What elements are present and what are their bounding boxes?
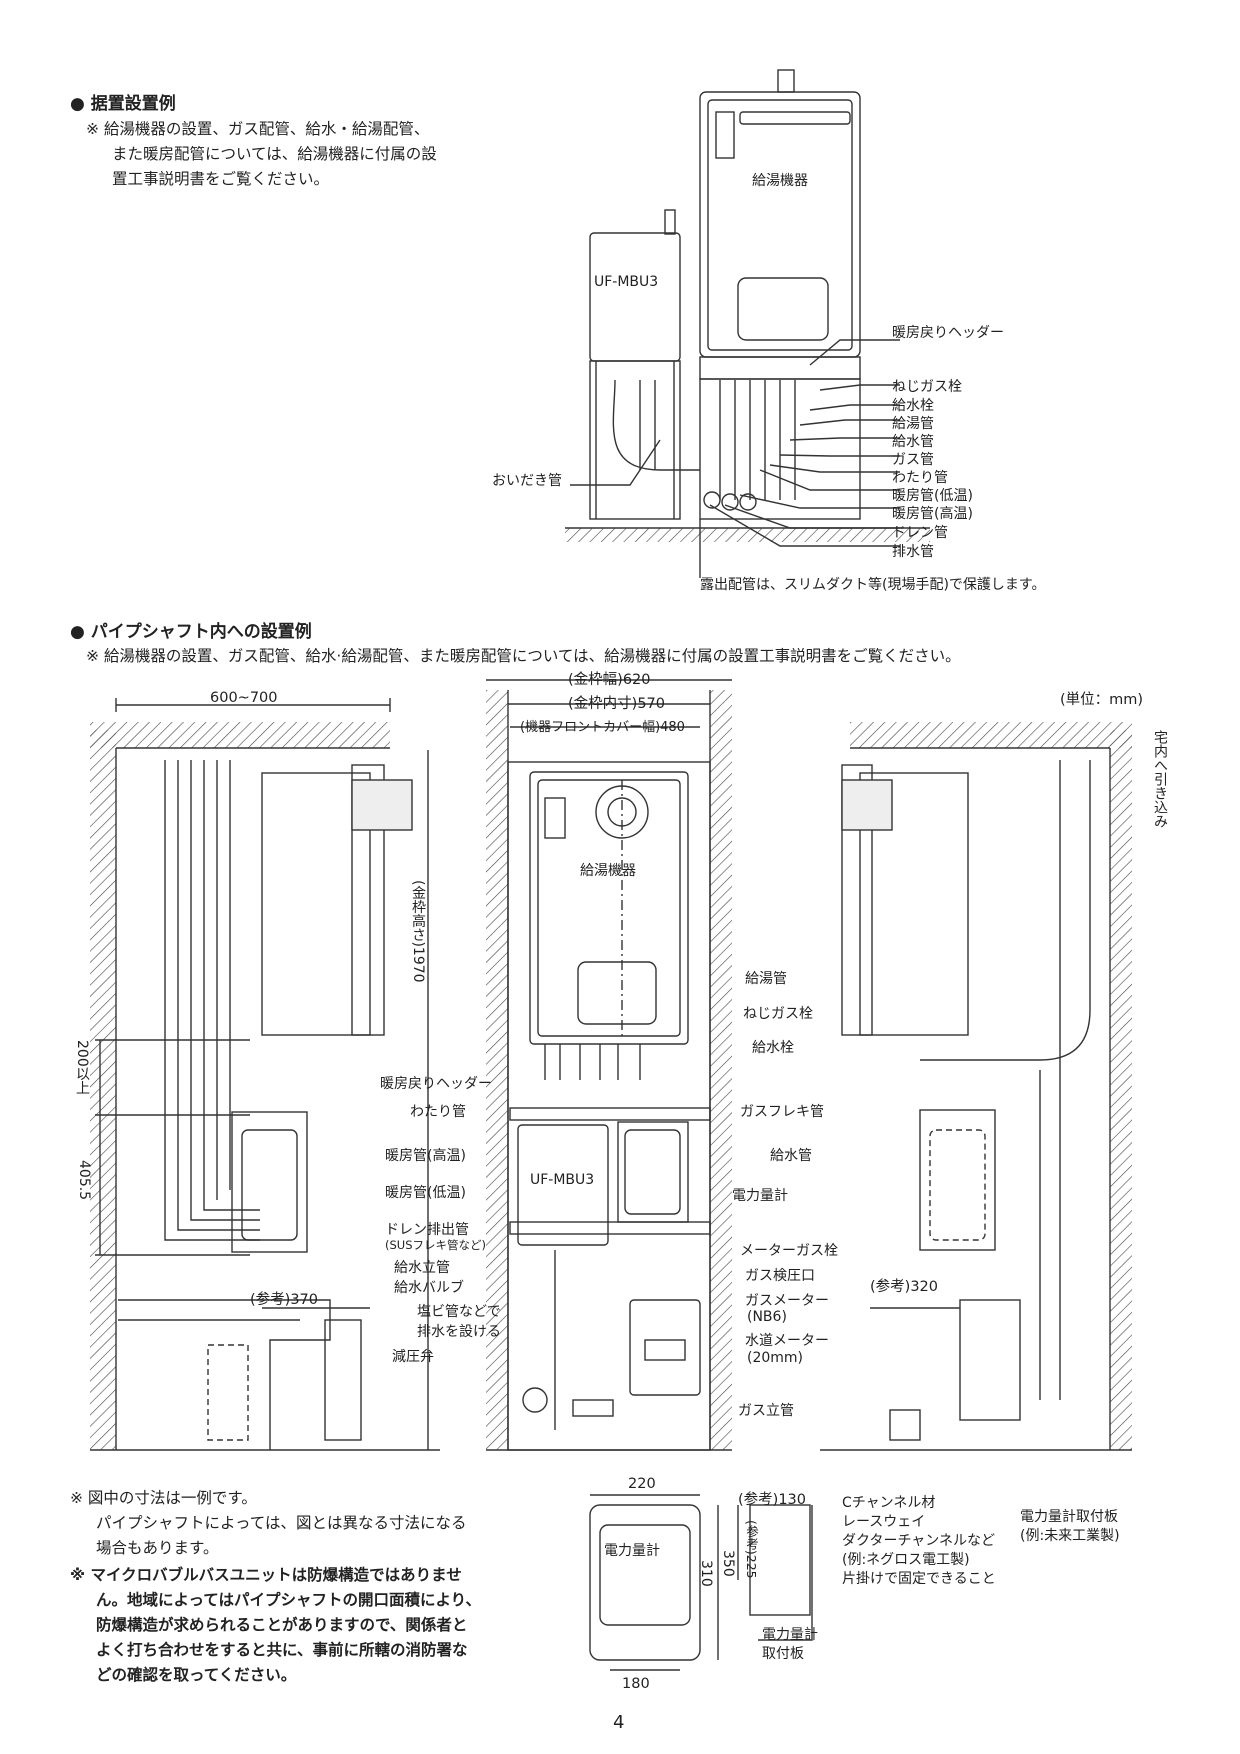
hot-pipe-label-2: 給湯管	[745, 971, 787, 987]
plate-note-2: (例:未来工業製)	[1020, 1528, 1120, 1544]
unit-label-2: UF-MBU3	[530, 1172, 595, 1188]
water-pipe-label-2: 給水管	[770, 1148, 812, 1164]
c-channel-label: Cチャンネル材	[842, 1495, 936, 1511]
dim-ref130: (参考)130	[738, 1492, 806, 1508]
reducer-label: 減圧弁	[392, 1349, 434, 1365]
meter-label-2: 電力量計	[732, 1188, 788, 1204]
header-label-2: 暖房戻りヘッダー	[380, 1076, 492, 1092]
bottom-note2-line4: よく打ち合わせをすると共に、事前に所轄の消防署な	[96, 1641, 468, 1659]
fix-label: 片掛けで固定できること	[842, 1571, 996, 1587]
heat-low-label: 暖房管(低温)	[892, 488, 973, 504]
hot-pipe-label: 給湯管	[892, 416, 934, 432]
gas-cock-label-2: ねじガス栓	[743, 1006, 813, 1022]
plate-label-2: 取付板	[762, 1646, 804, 1662]
water-pipe-label: 給水管	[892, 434, 934, 450]
pvc-label-1: 塩ビ管などで	[417, 1304, 501, 1320]
unit-box	[589, 232, 681, 362]
gas-meter-label: ガスメーター	[745, 1293, 829, 1309]
gas-riser-label: ガス立管	[738, 1403, 794, 1419]
section1-heading: ● 据置設置例	[70, 94, 176, 114]
heat-high-label: 暖房管(高温)	[892, 506, 973, 522]
dim-frame-width: (金枠幅)620	[568, 672, 651, 688]
unit-mm: (単位：mm)	[1060, 692, 1144, 708]
drain-out-label: ドレン排出管	[385, 1222, 469, 1238]
gas-pipe-label: ガス管	[892, 452, 934, 468]
pipeshaft-left-view	[90, 698, 440, 1451]
dim-height: (金枠高さ)1970	[410, 880, 426, 983]
pipeshaft-center-view	[486, 679, 732, 1451]
plate-note-1: 電力量計取付板	[1020, 1509, 1118, 1525]
heater-label-2: 給湯機器	[580, 863, 636, 879]
section1-note-line2: また暖房配管については、給湯機器に付属の設	[112, 145, 437, 163]
bottom-note2-line2: ん。地域によってはパイプシャフトの開口面積により、	[96, 1591, 482, 1609]
dim-front-cover: (機器フロントカバー幅)480	[520, 720, 685, 735]
dim-ref320: (参考)320	[870, 1279, 938, 1295]
pipeshaft-right-view	[820, 722, 1132, 1451]
meter-gas-cock-label: メーターガス栓	[740, 1243, 838, 1259]
bottom-note1-line2: パイプシャフトによっては、図とは異なる寸法になる	[96, 1514, 467, 1532]
bottom-note2-line3: 防爆構造が求められることがありますので、関係者と	[96, 1616, 468, 1634]
section1-note-line1: ※ 給湯機器の設置、ガス配管、給水・給湯配管、	[86, 120, 430, 138]
bottom-note2-line5: どの確認を取ってください。	[96, 1666, 297, 1684]
mm20-label: (20mm)	[747, 1350, 804, 1366]
pvc-label-2: 排水を設ける	[417, 1324, 501, 1340]
oidaki-label: おいだき管	[492, 473, 562, 489]
gas-cock-label: ねじガス栓	[892, 379, 962, 395]
bottom-note1-line3: 場合もあります。	[96, 1539, 219, 1557]
meter-box-label: 電力量計	[604, 1543, 660, 1559]
dim-depth: 600~700	[210, 690, 278, 706]
freestanding-figure	[565, 69, 930, 578]
drain-label: ドレン管	[892, 525, 948, 541]
dim-frame-inner: (金枠内寸)570	[568, 696, 665, 712]
water-cock-label: 給水栓	[892, 398, 934, 414]
exposed-note: 露出配管は、スリムダクト等(現場手配)で保護します。	[700, 577, 1046, 593]
water-cock-label-2: 給水栓	[752, 1040, 794, 1056]
dim-180: 180	[622, 1676, 650, 1692]
heater-box	[699, 91, 861, 358]
unit-label: UF-MBU3	[594, 274, 659, 290]
drain-out-sub-label: (SUSフレキ管など)	[385, 1238, 486, 1252]
section2-note: ※ 給湯機器の設置、ガス配管、給水·給湯配管、また暖房配管については、給湯機器に…	[86, 647, 961, 665]
gas-flex-label: ガスフレキ管	[740, 1104, 824, 1120]
watari-label: わたり管	[892, 470, 948, 486]
nb6-label: (NB6)	[747, 1309, 787, 1325]
drain2-label: 排水管	[892, 544, 934, 560]
negros-label: (例:ネグロス電工製)	[842, 1552, 970, 1568]
valve-label: 給水バルブ	[394, 1280, 464, 1296]
dim-405: 405.5	[76, 1160, 92, 1201]
plate-label-1: 電力量計	[762, 1627, 818, 1643]
watari-label-2: わたり管	[410, 1104, 466, 1120]
dim-350: 350	[720, 1550, 736, 1577]
dim-220: 220	[628, 1476, 656, 1492]
dim-ref225: (参考)225	[744, 1520, 759, 1579]
page-number: 4	[613, 1712, 625, 1733]
heat-low-label-2: 暖房管(低温)	[385, 1185, 466, 1201]
dim-ref370: (参考)370	[250, 1292, 318, 1308]
water-meter-label: 水道メーター	[745, 1333, 829, 1349]
section2-heading: ● パイプシャフト内への設置例	[70, 622, 312, 642]
heater-label: 給湯機器	[752, 173, 808, 189]
header-label: 暖房戻りヘッダー	[892, 325, 1004, 341]
section1-note-line3: 置工事説明書をご覧ください。	[112, 170, 330, 188]
pull-in-label: 宅内へ引き込み	[1152, 730, 1168, 828]
bottom-note1-line1: ※ 図中の寸法は一例です。	[70, 1489, 257, 1507]
heat-high-label-2: 暖房管(高温)	[385, 1148, 466, 1164]
bottom-note2-line1: ※ マイクロバブルバスユニットは防爆構造ではありませ	[70, 1566, 462, 1584]
meter-detail	[589, 1494, 813, 1671]
dim-200: 200以上	[74, 1040, 90, 1095]
raceway-label: レースウェイ	[842, 1514, 926, 1530]
dim-310: 310	[698, 1560, 714, 1587]
riser-label: 給水立管	[394, 1260, 450, 1276]
ducter-label: ダクターチャンネルなど	[842, 1533, 996, 1549]
gas-check-label: ガス検圧口	[745, 1268, 815, 1284]
